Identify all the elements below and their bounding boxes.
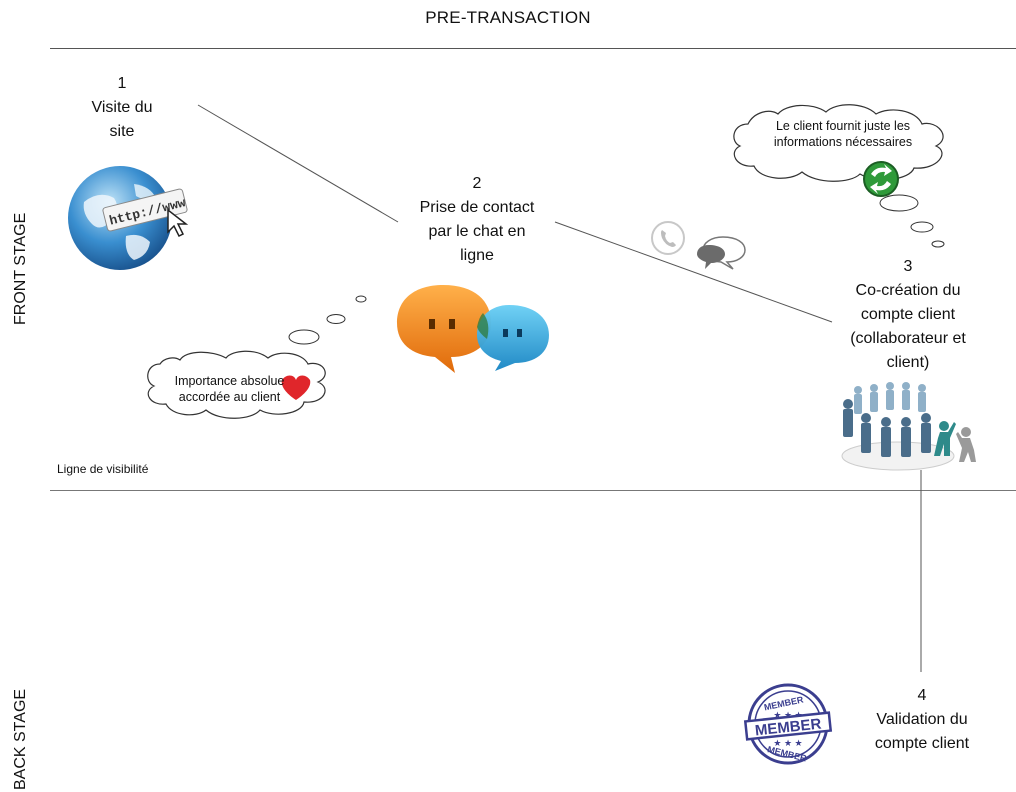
people-circle-icon [841,382,976,471]
svg-text:★ ★ ★: ★ ★ ★ [773,710,802,720]
step-text-line: site [109,123,135,140]
svg-text:★ ★ ★: ★ ★ ★ [773,738,802,748]
step-text-line: compte client [874,735,970,752]
step-text-line: ligne [460,247,494,264]
step-text-line: client) [886,354,930,371]
step-text-line: Prise de contact [419,199,535,216]
step-4-label: 4 Validation du compte client [848,684,996,756]
phone-icon [651,221,685,255]
information-text: Le client fournit juste les informations… [743,118,943,150]
step-text-line: Co-création du [855,282,961,299]
step-number: 3 [903,258,913,275]
step-3-label: 3 Co-création du compte client (collabor… [828,255,988,375]
connector-2-3 [554,221,833,323]
step-text-line: par le chat en [428,223,526,240]
step-text-line: Validation du [876,711,968,728]
step-number: 2 [472,175,482,192]
member-stamp-icon: MEMBER ★ ★ ★ MEMBER ★ ★ ★ MEMBER [743,683,833,765]
step-2-label: 2 Prise de contact par le chat en ligne [392,172,562,268]
diagram-title: PRE-TRANSACTION [425,8,591,27]
cloud-text-line: Importance absolue [174,374,285,388]
step-number: 1 [117,75,127,92]
step-text-line: compte client [860,306,956,323]
step-1-label: 1 Visite du site [62,72,182,144]
importance-text: Importance absolue accordée au client [147,373,312,405]
cloud-text-line: informations nécessaires [773,135,913,149]
thought-cloud-information [733,104,945,248]
cloud-text-line: Le client fournit juste les [775,119,911,133]
step-text-line: (collaborateur et [850,330,966,347]
step-number: 4 [917,687,927,704]
visibility-line-label: Ligne de visibilité [57,462,149,476]
connector-1-2 [197,104,399,223]
stamp-text: MEMBER [754,716,822,740]
top-rule [50,48,1016,49]
thought-cloud-importance [147,295,367,419]
step-text-line: Visite du [91,99,153,116]
globe-icon: http://www [68,166,189,270]
cloud-text-line: accordée au client [178,390,281,404]
chat-bubbles-icon [397,285,549,373]
speech-bubbles-icon [697,236,746,270]
visibility-line [50,490,1016,491]
